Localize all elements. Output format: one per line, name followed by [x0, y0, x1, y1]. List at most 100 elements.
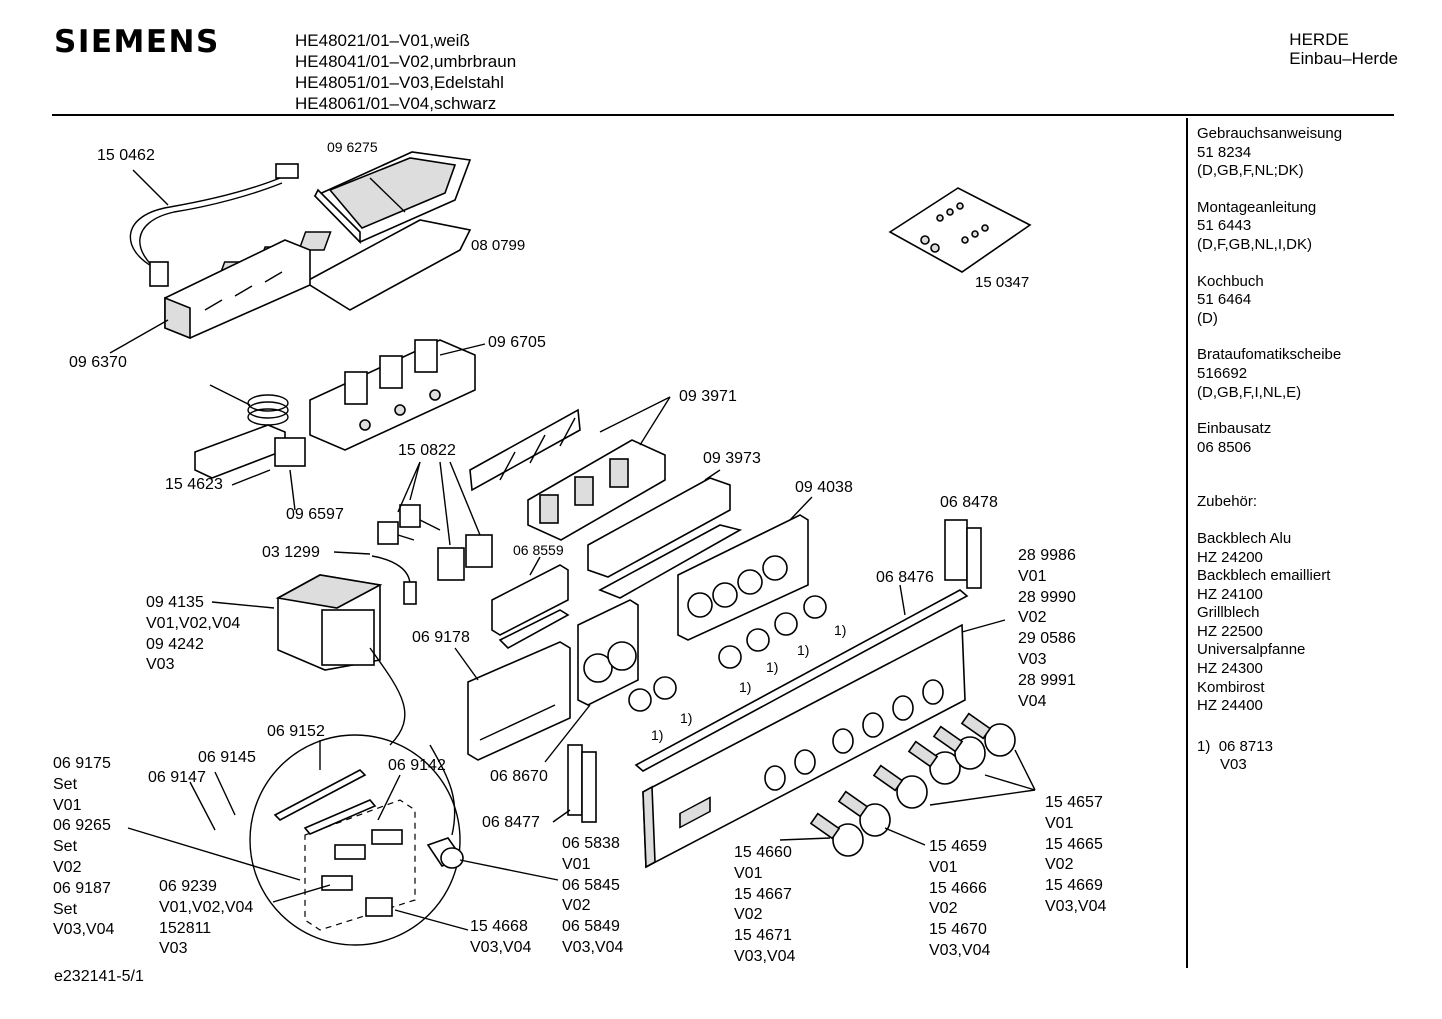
accessory-name: Universalpfanne	[1197, 641, 1306, 659]
temperature-sensor-part	[194, 384, 306, 479]
sensor-plates-part	[377, 504, 493, 581]
leader-line	[961, 619, 1006, 633]
tray-part	[313, 151, 472, 244]
part-label: 08 0799	[471, 237, 526, 254]
leader-line	[132, 169, 169, 206]
part-label: 09 4038	[795, 479, 853, 496]
footnote-marker: 1)	[739, 679, 752, 695]
part-label: 09 3973	[703, 450, 761, 467]
accessory-list: Backblech Alu HZ 24200 Backblech emailli…	[1197, 530, 1342, 716]
cable-harness-part	[129, 163, 299, 287]
footnote-variant: V03	[1220, 756, 1247, 774]
timer-module-part	[467, 641, 571, 761]
leader-line	[272, 884, 331, 903]
model-line: HE48041/01–V02,umbrbraun	[295, 52, 517, 71]
knob-adapters-part	[628, 595, 827, 712]
part-label: 09 6597	[286, 506, 344, 523]
leader-line	[459, 859, 559, 881]
display-frame-part	[577, 599, 639, 706]
product-category: HERDE Einbau–Herde	[1289, 30, 1398, 68]
document-languages: (D,GB,F,I,NL,E)	[1197, 383, 1302, 401]
leader-line	[529, 556, 541, 576]
accessories-heading: Zubehör:	[1197, 493, 1258, 511]
leader-line	[109, 319, 169, 354]
part-label: 06 8478	[940, 494, 998, 511]
part-label: 06 9145	[198, 749, 256, 766]
footnote-number: 06 8713	[1218, 737, 1273, 755]
accessory-name: Kombirost	[1197, 678, 1265, 696]
leader-line	[289, 469, 296, 511]
part-label: 06 8477	[482, 814, 540, 831]
model-line: HE48021/01–V01,weiß	[295, 31, 470, 50]
document-languages: (D,F,GB,NL,I,DK)	[1197, 235, 1313, 253]
document-entry: Einbausatz 06 8506	[1197, 420, 1342, 457]
part-label: 06 9142	[388, 757, 446, 774]
switch-housings-part	[527, 439, 666, 541]
part-label: 06 9147	[148, 769, 206, 786]
switch-block-part	[164, 239, 311, 340]
document-entry: Kochbuch 51 6464 (D)	[1197, 273, 1342, 329]
part-label: 09 6705	[488, 334, 546, 351]
leader-line	[929, 789, 1036, 806]
leader-line	[639, 396, 671, 446]
document-number: 06 8506	[1197, 438, 1252, 456]
footnote-marker: 1)	[766, 659, 779, 675]
sidebar: Gebrauchsanweisung 51 8234 (D,GB,F,NL;DK…	[1197, 125, 1342, 775]
part-label: 15 0822	[398, 442, 456, 459]
document-number: 51 8234	[1197, 143, 1252, 161]
footnote-marker: 1)	[834, 622, 847, 638]
accessory-number: HZ 24100	[1197, 585, 1263, 603]
document-number: 516692	[1197, 364, 1248, 382]
wire-part	[371, 555, 417, 605]
part-label: 06 9152	[267, 723, 325, 740]
footnote: 1) 06 8713 V03	[1197, 738, 1342, 775]
leader-line	[394, 909, 469, 931]
document-number: 51 6443	[1197, 217, 1252, 235]
part-label: 15 0347	[975, 274, 1030, 291]
part-label: 06 8476	[876, 569, 934, 586]
leader-line	[214, 771, 236, 816]
part-label: 15 4623	[165, 476, 223, 493]
leader-line	[984, 774, 1036, 791]
document-languages: (D,GB,F,NL;DK)	[1197, 162, 1304, 180]
electronic-module-part	[275, 574, 383, 671]
leader-line	[779, 837, 831, 841]
part-label: 09 6275	[327, 139, 378, 155]
category-line: Einbau–Herde	[1289, 49, 1398, 68]
leader-line	[599, 396, 671, 433]
knobs-part	[809, 712, 1016, 857]
accessory-name: Grillblech	[1197, 604, 1260, 622]
brand-logo: SIEMENS	[54, 24, 220, 60]
document-number: 51 6464	[1197, 291, 1252, 309]
leader-line	[409, 461, 421, 501]
trim-strip-part	[634, 589, 969, 772]
accessory-number: HZ 24200	[1197, 548, 1263, 566]
leader-line	[397, 461, 421, 513]
hinge-part	[944, 519, 982, 589]
part-label: 09 6370	[69, 354, 127, 371]
sidebar-divider	[1186, 118, 1188, 968]
switch-bank-part	[309, 339, 476, 451]
side-bracket-part	[567, 744, 597, 823]
leader-line	[454, 647, 479, 681]
footnote-marker: 1)	[651, 727, 664, 743]
part-label: 06 9178	[412, 629, 470, 646]
selector-carrier-part	[677, 514, 809, 641]
mounting-rail-part	[587, 469, 743, 599]
leader-line	[439, 461, 451, 546]
accessory-name: Backblech emailliert	[1197, 567, 1331, 585]
model-line: HE48051/01–V03,Edelstahl	[295, 73, 504, 92]
accessory-name: Backblech Alu	[1197, 529, 1292, 547]
document-title: Einbausatz	[1197, 420, 1272, 438]
part-label: 15 0462	[97, 147, 155, 164]
footnote-mark: 1)	[1197, 737, 1211, 755]
document-entry: Gebrauchsanweisung 51 8234 (D,GB,F,NL;DK…	[1197, 125, 1342, 181]
